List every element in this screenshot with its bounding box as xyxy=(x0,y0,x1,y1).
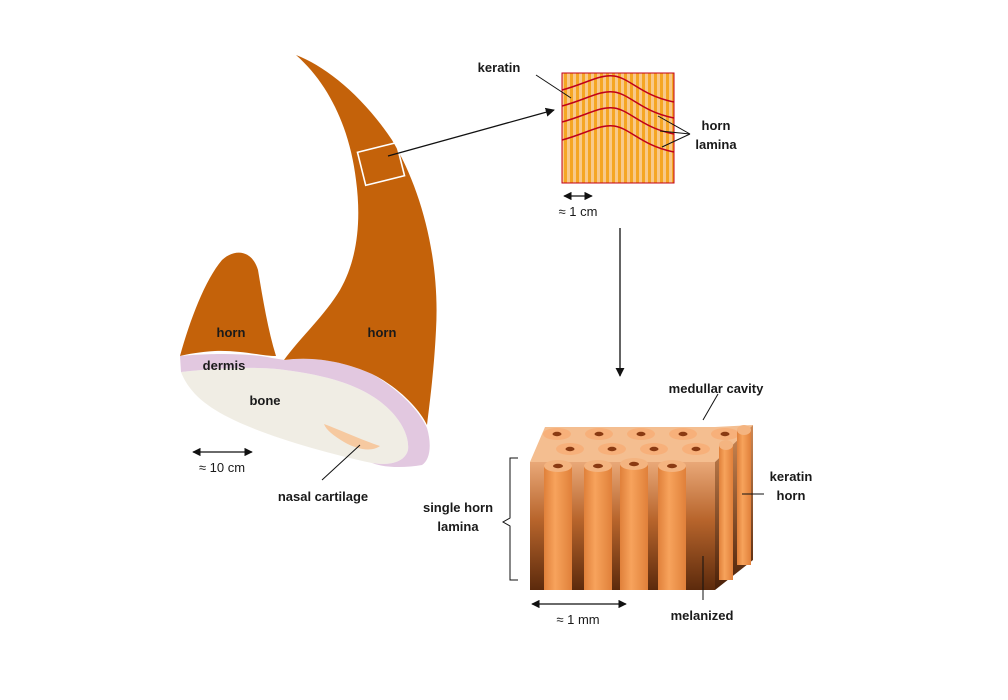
label-keratin-horn-2: horn xyxy=(777,488,806,503)
tubule xyxy=(584,460,612,590)
horn-lamina-leaders xyxy=(657,115,691,148)
tubule xyxy=(544,460,572,590)
horn-cross-section xyxy=(180,55,437,468)
label-scale-large: ≈ 10 cm xyxy=(199,460,245,475)
dermis-layer xyxy=(180,354,430,468)
label-horn-lamina-2: lamina xyxy=(695,137,737,152)
keratin-leader xyxy=(535,74,572,99)
keratin-stripe-area xyxy=(562,73,674,183)
lamina-line xyxy=(562,125,674,153)
side-tubules xyxy=(719,425,751,580)
label-medullar-cavity: medullar cavity xyxy=(669,381,764,396)
zoom-arrow-1 xyxy=(387,107,555,157)
label-single-horn-lamina-2: lamina xyxy=(437,519,479,534)
label-horn-left: horn xyxy=(217,325,246,340)
lamina-square-border xyxy=(561,72,675,184)
label-single-horn-lamina-1: single horn xyxy=(423,500,493,515)
tubule xyxy=(719,440,733,580)
label-dermis: dermis xyxy=(203,358,246,373)
lamina-lines xyxy=(562,75,674,153)
label-scale-small: ≈ 1 mm xyxy=(556,612,599,627)
label-keratin: keratin xyxy=(478,60,521,75)
large-horn xyxy=(284,55,437,425)
label-melanized: melanized xyxy=(671,608,734,623)
sample-region-box xyxy=(356,141,406,187)
label-scale-medium: ≈ 1 cm xyxy=(559,204,598,219)
label-horn-lamina-1: horn xyxy=(702,118,731,133)
tubule-block xyxy=(530,425,753,590)
lamina-line xyxy=(562,75,674,103)
label-bone: bone xyxy=(249,393,280,408)
nasal-cartilage-leader xyxy=(321,444,361,481)
label-horn-right: horn xyxy=(368,325,397,340)
label-nasal-cartilage: nasal cartilage xyxy=(278,489,368,504)
small-horn xyxy=(180,252,276,356)
nasal-cartilage-shape xyxy=(324,424,380,450)
tubule xyxy=(620,458,648,590)
lamina-line xyxy=(562,107,674,135)
lamina-bracket xyxy=(501,457,518,581)
tubule xyxy=(737,425,751,565)
front-tubules xyxy=(544,458,686,590)
tubule xyxy=(658,460,686,590)
lamina-line xyxy=(562,91,674,119)
label-keratin-horn-1: keratin xyxy=(770,469,813,484)
medullar-cavity-leader xyxy=(702,393,719,421)
lamina-square xyxy=(561,72,675,184)
tubule-openings xyxy=(543,428,739,455)
